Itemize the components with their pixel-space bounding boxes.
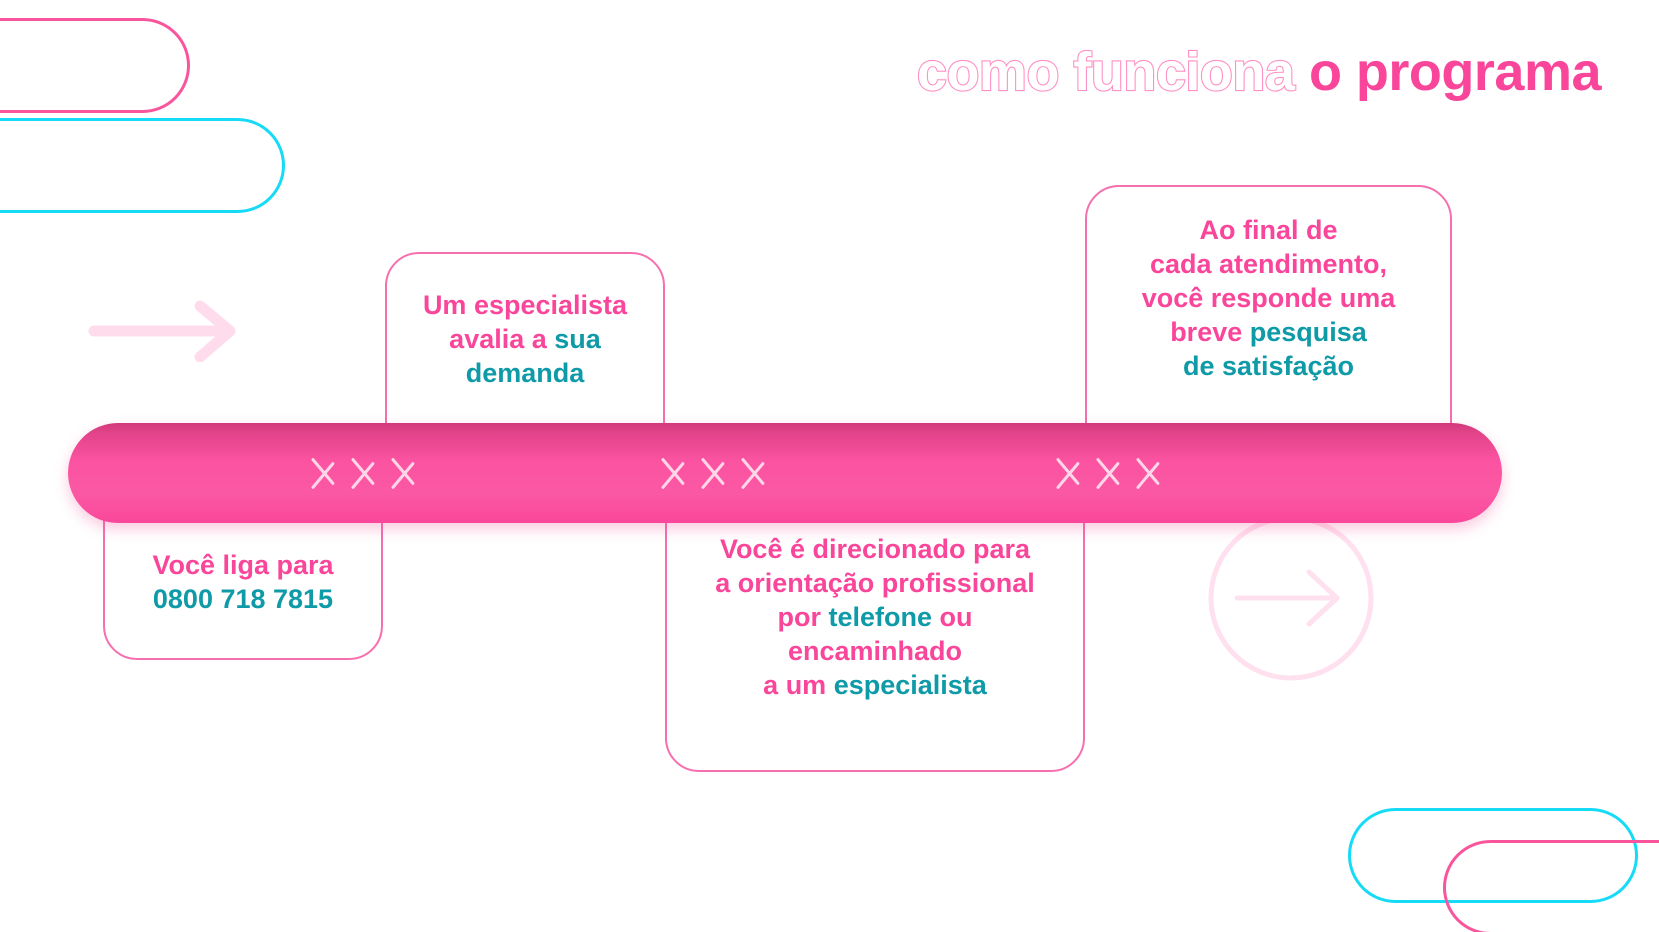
- step-line: Você é direcionado para: [715, 532, 1035, 566]
- step-text-segment: avalia a: [449, 324, 555, 355]
- step-line: encaminhado: [715, 634, 1035, 668]
- page-title: como funciona o programa: [916, 42, 1602, 102]
- step-text-segment: 0800 718 7815: [152, 583, 334, 614]
- decorative-pill-bottom-right-pink: [1443, 840, 1659, 932]
- step-line: de satisfação: [1142, 349, 1396, 383]
- step-line: a um especialista: [715, 668, 1035, 702]
- step-line: Você liga para: [152, 548, 333, 582]
- step-text-segment: Você liga para: [152, 549, 334, 580]
- chevron-icon: [658, 442, 698, 504]
- step-text-segment: pesquisa: [1249, 317, 1367, 348]
- step-text-segment: demanda: [465, 358, 585, 389]
- chevron-group-1: [308, 423, 428, 523]
- step-text-segment: Você é direcionado para: [719, 534, 1031, 564]
- step-text-segment: Ao final de: [1199, 215, 1338, 245]
- step-text-segment: especialista: [833, 670, 987, 701]
- step-text-segment: encaminhado: [787, 636, 963, 667]
- decorative-pill-top-left-cyan: [0, 118, 285, 213]
- step-card-3-text: Você é direcionado para a orientação prof…: [715, 532, 1035, 702]
- chevron-icon: [348, 442, 388, 504]
- step-text-segment: telefone: [828, 602, 933, 633]
- step-line: Um especialista: [423, 288, 627, 322]
- step-text-segment: a um: [763, 670, 834, 701]
- step-text-segment: ou: [932, 602, 973, 633]
- chevron-group-2: [658, 423, 778, 523]
- chevron-icon: [308, 442, 348, 504]
- step-line: a orientação profissional: [715, 566, 1035, 600]
- step-line: 0800 718 7815: [152, 582, 333, 616]
- step-line: demanda: [423, 356, 627, 390]
- page-title-outline-part: como funciona: [916, 42, 1296, 102]
- chevron-group-3: [1053, 423, 1173, 523]
- process-bar: [68, 423, 1502, 523]
- arrow-right-icon: [88, 300, 236, 362]
- chevron-icon: [1053, 442, 1093, 504]
- step-text-segment: Um especialista: [422, 290, 628, 320]
- step-text-segment: cada atendimento,: [1149, 249, 1388, 280]
- chevron-icon: [1133, 442, 1173, 504]
- step-line: breve pesquisa: [1142, 315, 1396, 349]
- step-card-4-text: Ao final de cada atendimento,você respond…: [1142, 213, 1396, 383]
- step-card-4: Ao final de cada atendimento,você respond…: [1085, 185, 1452, 470]
- chevron-icon: [388, 442, 428, 504]
- step-line: avalia a sua: [423, 322, 627, 356]
- step-line: Ao final de: [1142, 213, 1396, 247]
- step-line: você responde uma: [1142, 281, 1396, 315]
- circle-arrow-right-icon: [1208, 515, 1374, 681]
- step-line: por telefone ou: [715, 600, 1035, 634]
- chevron-icon: [1093, 442, 1133, 504]
- step-line: cada atendimento,: [1142, 247, 1396, 281]
- step-text-segment: por: [777, 602, 829, 633]
- chevron-icon: [698, 442, 738, 504]
- step-text-segment: breve: [1170, 317, 1250, 348]
- step-text-segment: de satisfação: [1182, 351, 1355, 382]
- page-title-solid-part: o programa: [1308, 42, 1602, 102]
- decorative-pill-top-left-pink: [0, 18, 190, 113]
- chevron-icon: [738, 442, 778, 504]
- step-text-segment: você responde uma: [1141, 283, 1396, 314]
- step-text-segment: a orientação profissional: [715, 568, 1035, 599]
- step-text-segment: sua: [554, 324, 601, 355]
